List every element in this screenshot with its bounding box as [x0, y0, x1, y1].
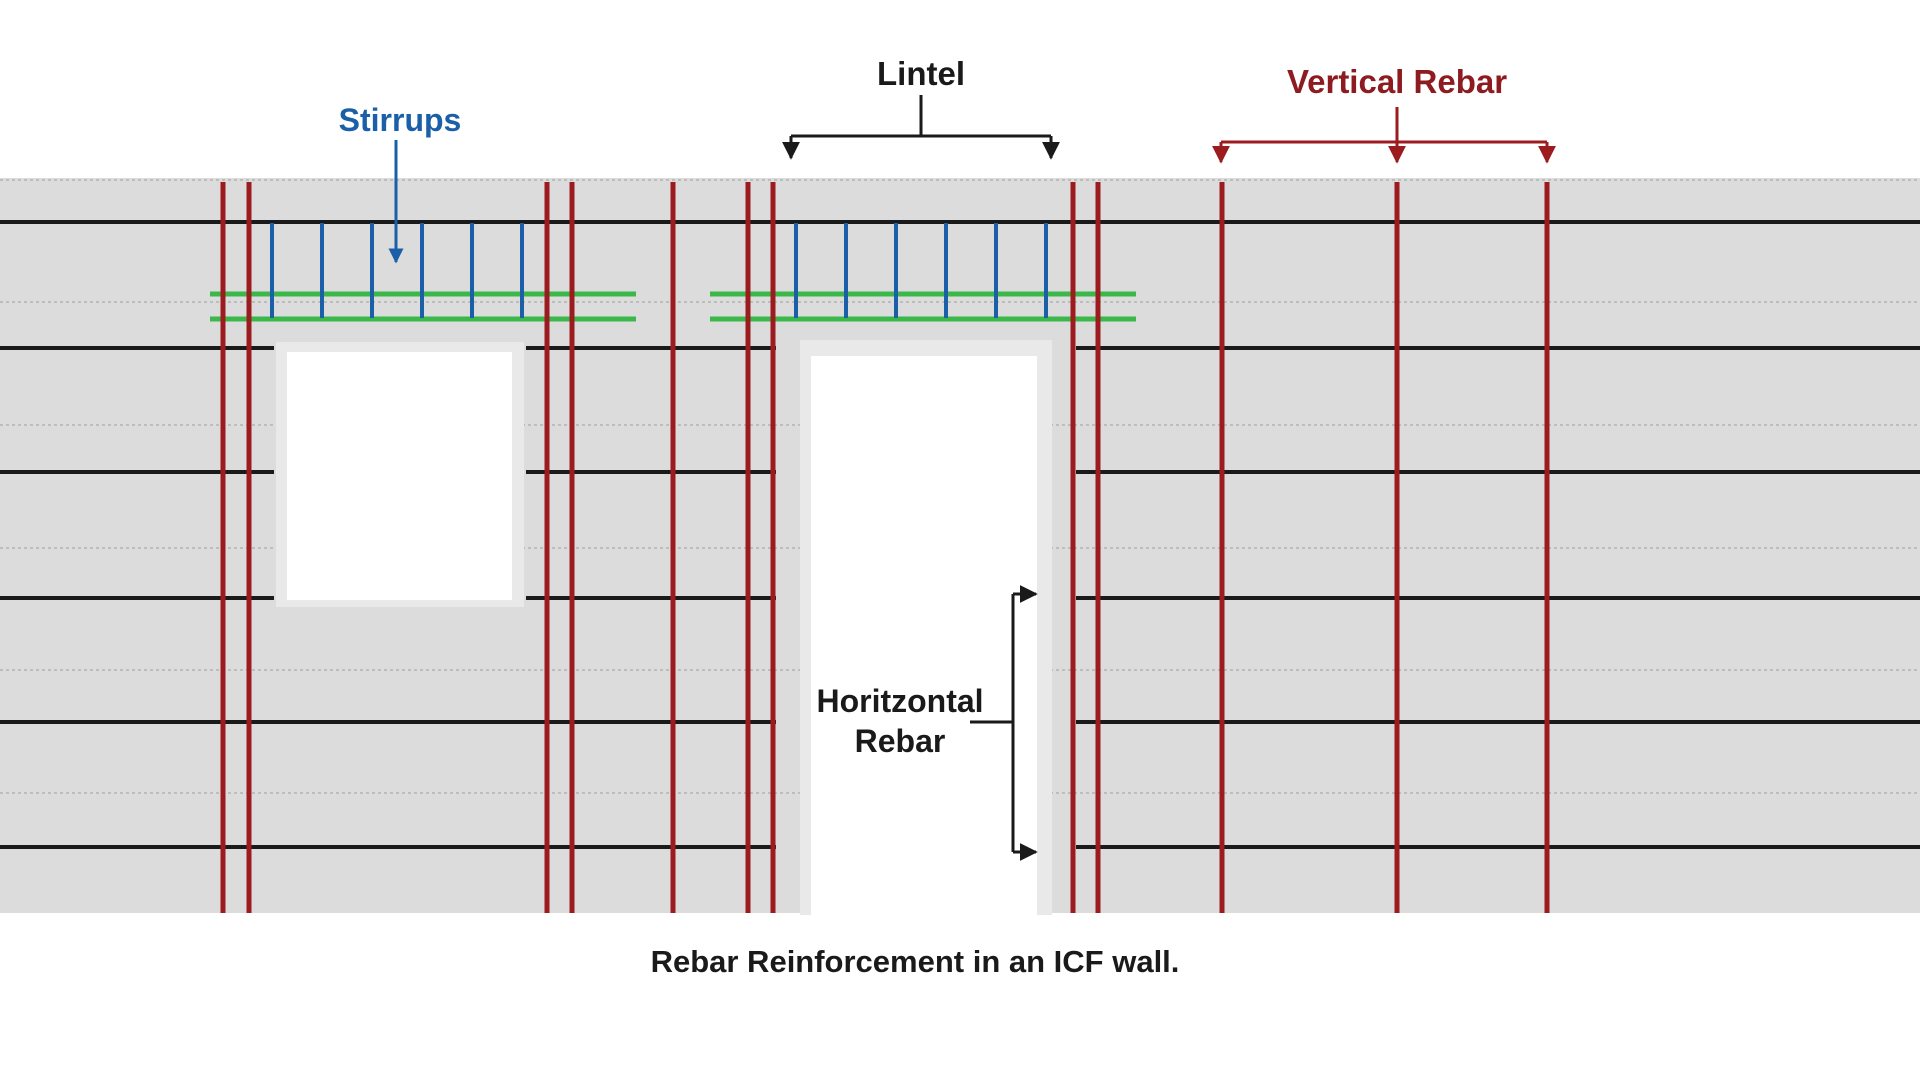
window-opening-icon — [287, 352, 512, 600]
horizontal-rebar-label: Horitzontal — [816, 683, 983, 719]
horizontal-rebar-label: Rebar — [855, 723, 946, 759]
vertical-rebar-label: Vertical Rebar — [1287, 63, 1507, 100]
stirrups — [270, 223, 1048, 318]
lintel-label: Lintel — [877, 55, 965, 92]
vertical-rebar — [220, 182, 1550, 913]
horizontal-rebar-bracket — [970, 585, 1038, 861]
figure-caption: Rebar Reinforcement in an ICF wall. — [651, 944, 1180, 979]
door-opening-icon — [811, 356, 1037, 915]
lintel-bracket — [782, 95, 1060, 160]
vertical-rebar-bracket — [1212, 107, 1556, 164]
horizontal-rebar — [0, 220, 1920, 849]
stirrups-label: Stirrups — [339, 102, 462, 138]
